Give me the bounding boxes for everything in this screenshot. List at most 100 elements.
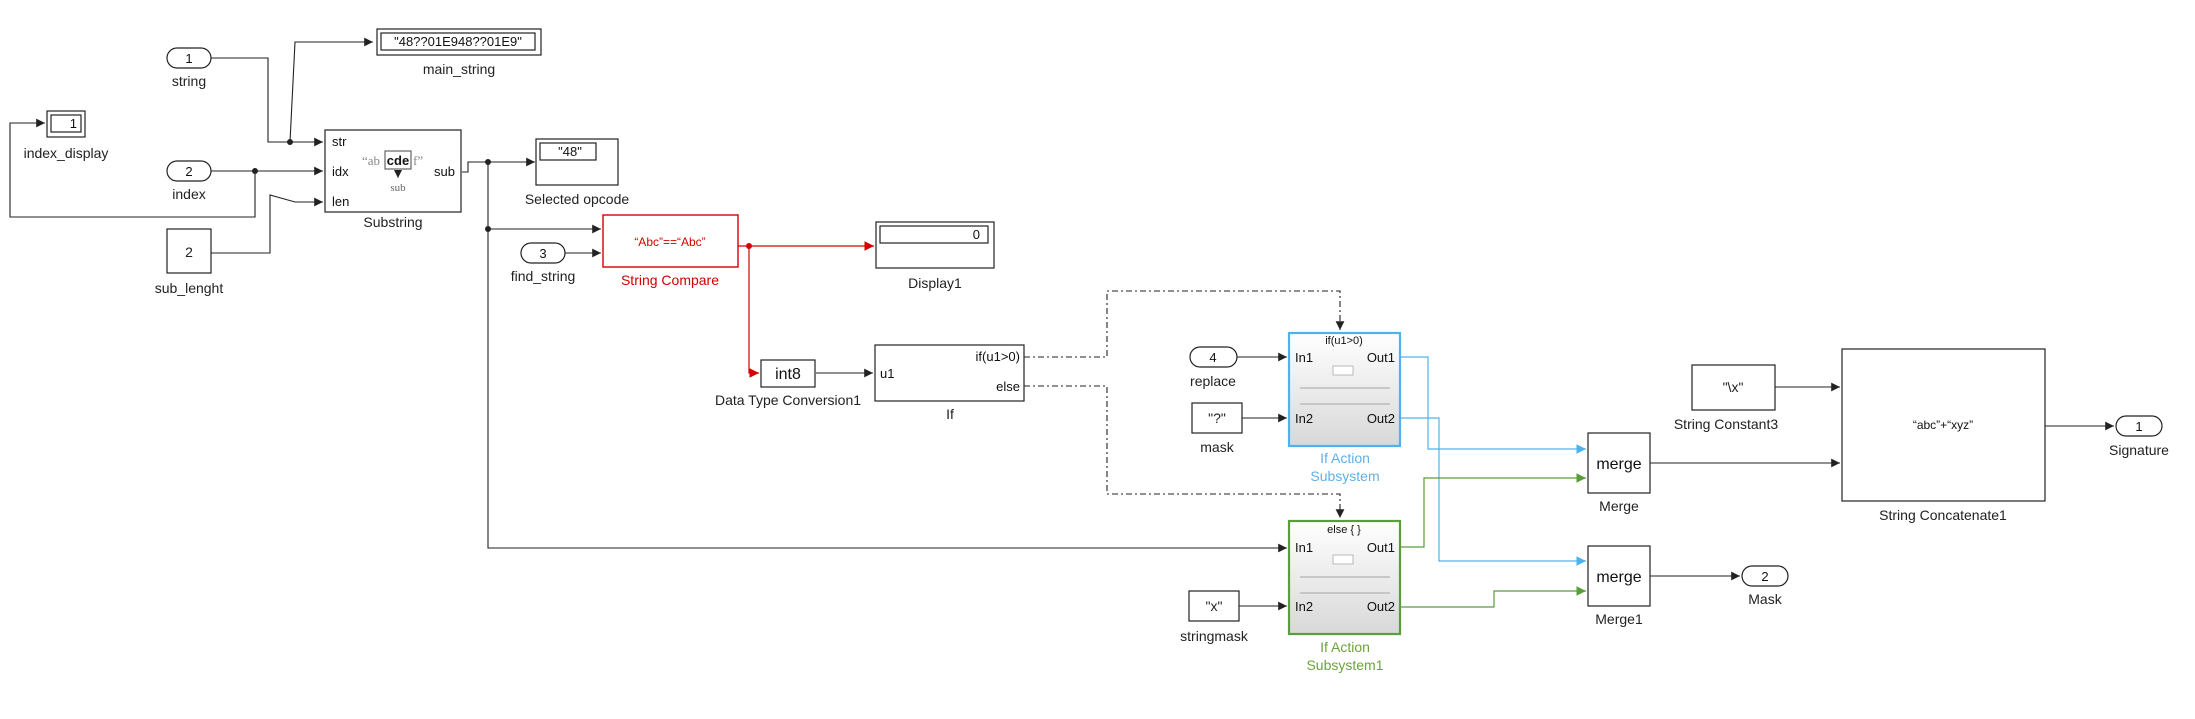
- block-label: Merge1: [1595, 611, 1643, 627]
- main-string-display[interactable]: "48??01E948??01E9" main_string: [376, 28, 542, 77]
- display-value: "48": [558, 144, 582, 159]
- port-out2: Out2: [1367, 411, 1395, 426]
- index-display-block[interactable]: 1 index_display: [24, 110, 109, 161]
- outport-signature[interactable]: 1 Signature: [2109, 415, 2169, 458]
- block-label: Display1: [908, 275, 962, 291]
- block-label: Signature: [2109, 442, 2169, 458]
- block-label: mask: [1200, 439, 1234, 455]
- display-value: 1: [70, 116, 77, 131]
- wire-to-ifaction2-in1[interactable]: [487, 162, 1287, 553]
- port-idx: idx: [332, 164, 349, 179]
- port-else: else: [996, 379, 1020, 394]
- wire-if-action1[interactable]: [1024, 290, 1345, 358]
- wire-out1b-to-merge[interactable]: [1400, 473, 1586, 548]
- constant-value: "x": [1206, 598, 1223, 614]
- wire-len[interactable]: [190, 194, 323, 254]
- block-label: If: [946, 406, 954, 422]
- display1-block[interactable]: 0 Display1: [875, 221, 995, 291]
- substring-icon-pre: “ab: [362, 153, 380, 168]
- inport-number: 1: [185, 51, 192, 66]
- port-len: len: [332, 194, 349, 209]
- block-label: Substring: [363, 214, 422, 230]
- block-label: String Compare: [621, 272, 719, 288]
- port-in1: In1: [1295, 350, 1313, 365]
- inport-replace[interactable]: 4 replace: [1189, 346, 1238, 389]
- string-constant3[interactable]: "\x" String Constant3: [1674, 364, 1778, 432]
- constant-value: "?": [1208, 410, 1226, 426]
- inport-number: 4: [1209, 350, 1216, 365]
- port-u1: u1: [880, 366, 894, 381]
- port-in2: In2: [1295, 599, 1313, 614]
- inport-index[interactable]: 2 index: [166, 160, 212, 202]
- constant-value: "\x": [1723, 379, 1744, 395]
- block-label: sub_lenght: [155, 280, 224, 296]
- merge1-block[interactable]: merge Merge1: [1587, 545, 1651, 627]
- block-label: index_display: [24, 145, 109, 161]
- inport-find-string[interactable]: 3 find_string: [511, 242, 576, 284]
- selected-opcode-display[interactable]: "48" Selected opcode: [525, 138, 630, 207]
- substring-block[interactable]: str idx len sub “ab cde f” sub Substring: [324, 129, 462, 230]
- block-label-line2: Subsystem: [1310, 468, 1379, 484]
- inport-number: 3: [539, 246, 546, 261]
- mask-constant[interactable]: "?" mask: [1191, 402, 1243, 455]
- port-out1: Out1: [1367, 350, 1395, 365]
- wire-to-main-string[interactable]: [289, 37, 373, 143]
- display-value: 0: [973, 227, 980, 242]
- wire-out2-to-merge1[interactable]: [1400, 417, 1586, 566]
- string-compare-block[interactable]: “Abc”==“Abc” String Compare: [602, 214, 739, 288]
- stringmask-constant[interactable]: "x" stringmask: [1180, 590, 1249, 644]
- outport-number: 2: [1761, 569, 1768, 584]
- inport-number: 2: [185, 164, 192, 179]
- wire-compare-to-dtc[interactable]: [748, 246, 759, 378]
- concat-icon-text: “abc”+“xyz”: [1913, 418, 1973, 432]
- block-label: string: [172, 73, 206, 89]
- substring-icon-mid: cde: [387, 153, 409, 168]
- block-label: stringmask: [1180, 628, 1249, 644]
- wire-out2b-to-merge1[interactable]: [1400, 586, 1586, 608]
- constant-value: 2: [185, 244, 193, 260]
- string-concatenate-block[interactable]: “abc”+“xyz” String Concatenate1: [1841, 348, 2046, 523]
- subsystem-icon: [1332, 554, 1354, 565]
- display-value: "48??01E948??01E9": [394, 34, 522, 49]
- outport-mask[interactable]: 2 Mask: [1741, 565, 1789, 607]
- block-label: Selected opcode: [525, 191, 630, 207]
- if-action-subsystem1[interactable]: else { } In1 In2 Out1 Out2 If Action Sub…: [1287, 519, 1402, 673]
- block-label: replace: [1190, 373, 1236, 389]
- port-in2: In2: [1295, 411, 1313, 426]
- port-if: if(u1>0): [976, 349, 1020, 364]
- wire-else-action2[interactable]: [1024, 385, 1345, 518]
- inport-string[interactable]: 1 string: [166, 47, 212, 89]
- substring-icon-post: f”: [413, 153, 423, 168]
- if-action-subsystem[interactable]: if(u1>0) In1 In2 Out1 Out2 If Action Sub…: [1287, 331, 1402, 484]
- data-type-conversion-block[interactable]: int8 Data Type Conversion1: [715, 359, 861, 408]
- dtc-icon-text: int8: [775, 366, 801, 383]
- if-block[interactable]: u1 if(u1>0) else If: [874, 344, 1025, 422]
- port-out2: Out2: [1367, 599, 1395, 614]
- block-label: Mask: [1748, 591, 1782, 607]
- subsystem-icon: [1332, 365, 1354, 376]
- block-label: index: [172, 186, 205, 202]
- compare-icon-text: “Abc”==“Abc”: [634, 235, 705, 249]
- block-label: Data Type Conversion1: [715, 392, 861, 408]
- wire-to-index-display[interactable]: [9, 118, 256, 218]
- wire-out1-to-merge[interactable]: [1400, 356, 1586, 454]
- substring-icon-sub: sub: [390, 182, 406, 194]
- sub-length-constant[interactable]: 2 sub_lenght: [155, 228, 224, 296]
- subsystem-title: else { }: [1327, 524, 1361, 536]
- subsystem-title: if(u1>0): [1325, 335, 1363, 347]
- port-in1: In1: [1295, 540, 1313, 555]
- merge-icon-text: merge: [1596, 569, 1641, 586]
- signal-lines: [9, 37, 2114, 611]
- port-str: str: [332, 134, 347, 149]
- block-label-line2: Subsystem1: [1306, 657, 1383, 673]
- block-label: main_string: [423, 61, 495, 77]
- merge-block[interactable]: merge Merge: [1587, 432, 1651, 514]
- block-label: String Concatenate1: [1879, 507, 2007, 523]
- port-sub: sub: [434, 164, 455, 179]
- merge-icon-text: merge: [1596, 456, 1641, 473]
- block-label: String Constant3: [1674, 416, 1778, 432]
- outport-number: 1: [2135, 419, 2142, 434]
- port-out1: Out1: [1367, 540, 1395, 555]
- block-label: Merge: [1599, 498, 1639, 514]
